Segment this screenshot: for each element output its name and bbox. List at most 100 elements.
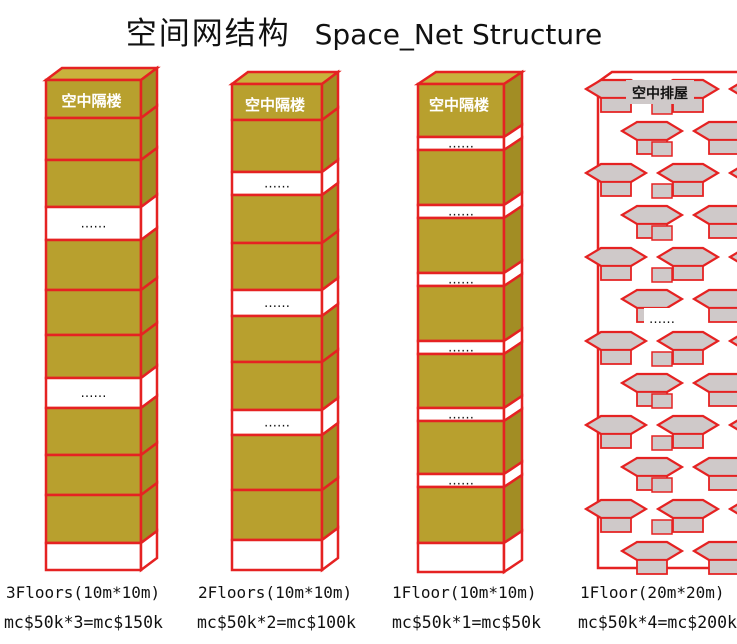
tower-4-pod-side (600, 181, 632, 197)
tower-3-module (416, 148, 506, 207)
tower-4-pod-side (600, 433, 632, 449)
tower-2-module (230, 193, 324, 245)
tower-4-pod-side (600, 265, 632, 281)
tower-3-ellipsis: …… (448, 408, 474, 423)
title-english: Space_Net Structure (314, 18, 603, 51)
tower-4-pod (655, 162, 721, 184)
tower-4-window (651, 141, 673, 157)
tower-4-pod (655, 330, 721, 352)
tower-1-gap (44, 541, 143, 572)
column-3-floors-caption: 1Floor(10m*10m) (392, 583, 537, 602)
tower-4-pod (655, 498, 721, 520)
tower-2-module (230, 433, 324, 492)
tower-4-pod (583, 246, 649, 268)
tower-4-pod-side (672, 517, 704, 533)
tower-4-pod (727, 83, 737, 95)
tower-2-ellipsis: …… (264, 416, 290, 431)
tower-3-ellipsis: …… (448, 137, 474, 152)
tower-4-pod-side (672, 265, 704, 281)
tower-4-pod-side (600, 517, 632, 533)
tower-3-module (416, 216, 506, 275)
tower-1-module (44, 116, 143, 162)
tower-4-pod-side (708, 391, 737, 407)
tower-1-module (44, 453, 143, 497)
tower-4-pod (619, 540, 685, 562)
tower-4-pod (619, 456, 685, 478)
tower-4-pod (727, 167, 737, 179)
tower-1-module (44, 333, 143, 380)
tower-4-pod (619, 372, 685, 394)
tower-2-module (230, 241, 324, 292)
tower-4-pod (655, 414, 721, 436)
tower-2-gap (230, 538, 324, 572)
tower-2-module (230, 488, 324, 542)
tower-4-window (651, 519, 673, 535)
tower-1-module (44, 493, 143, 545)
tower-2-module (230, 118, 324, 174)
tower-3-module (416, 284, 506, 343)
tower-1-module (44, 288, 143, 337)
tower-2-module (230, 314, 324, 364)
tower-3-module (416, 419, 506, 476)
column-3-price-caption: mc$50k*1=mc$50k (392, 613, 542, 632)
tower-4-pod (583, 330, 649, 352)
tower-4-pod (619, 204, 685, 226)
tower-4-pod (655, 246, 721, 268)
tower-4-pod (583, 414, 649, 436)
tower-4-pod-side (708, 559, 737, 575)
tower-4-window (651, 393, 673, 409)
tower-1-module (44, 238, 143, 292)
tower-3-ellipsis: …… (448, 273, 474, 288)
column-1-floors-caption: 3Floors(10m*10m) (6, 583, 161, 602)
tower-1-gap (44, 376, 143, 410)
title-chinese: 空间网结构 (125, 16, 291, 52)
tower-column-3: ………………………………空中隔楼 (413, 69, 527, 575)
tower-3-module (416, 352, 506, 410)
tower-4-pod (727, 335, 737, 347)
tower-4-label-bg (626, 80, 694, 104)
tower-4-pod-side (672, 433, 704, 449)
column-4-floors-caption: 1Floor(20m*20m) (580, 583, 725, 602)
tower-2-module (230, 360, 324, 412)
tower-4-pod (619, 288, 685, 310)
tower-4-ellipsis: …… (649, 312, 675, 327)
column-2-floors-caption: 2Floors(10m*10m) (198, 583, 353, 602)
tower-1-ellipsis: …… (81, 386, 107, 401)
tower-4-pod-side (708, 223, 737, 239)
diagram-title: 空间网结构 Space_Net Structure (0, 8, 728, 53)
tower-4-pod-side (636, 559, 668, 575)
tower-4-pod (583, 162, 649, 184)
tower-column-2: ………………空中隔楼 (228, 69, 342, 573)
tower-1-module (44, 406, 143, 457)
tower-4-window (651, 435, 673, 451)
tower-column-4: ……空中排屋 (583, 70, 737, 575)
tower-3-side (502, 528, 524, 575)
tower-3-module (416, 485, 506, 545)
tower-column-1: …… …… 空中隔楼 (42, 65, 161, 573)
tower-2-side (320, 525, 340, 573)
tower-4-pod (727, 251, 737, 263)
tower-1-module (44, 158, 143, 209)
tower-1-ellipsis: …… (81, 217, 107, 232)
tower-3-ellipsis: …… (448, 341, 474, 356)
tower-3-ellipsis: …… (448, 474, 474, 489)
column-1-price-caption: mc$50k*3=mc$150k (4, 613, 163, 632)
tower-2-roof (228, 70, 342, 86)
tower-1-label: 空中隔楼 (61, 92, 121, 110)
tower-4-pod-side (708, 139, 737, 155)
tower-4-window (651, 183, 673, 199)
tower-4-pod-side (708, 475, 737, 491)
tower-4-pod-side (672, 349, 704, 365)
tower-4-pod-side (600, 97, 632, 113)
tower-4-window (651, 225, 673, 241)
column-2-price-caption: mc$50k*2=mc$100k (197, 613, 356, 632)
tower-4-pod (583, 498, 649, 520)
tower-2-label: 空中隔楼 (245, 96, 305, 114)
tower-2-ellipsis: …… (264, 296, 290, 311)
tower-3-gap (416, 541, 506, 574)
tower-4-pod (727, 503, 737, 515)
tower-4-pod (619, 120, 685, 142)
tower-4-pod-side (708, 307, 737, 323)
tower-4-pod (727, 419, 737, 431)
